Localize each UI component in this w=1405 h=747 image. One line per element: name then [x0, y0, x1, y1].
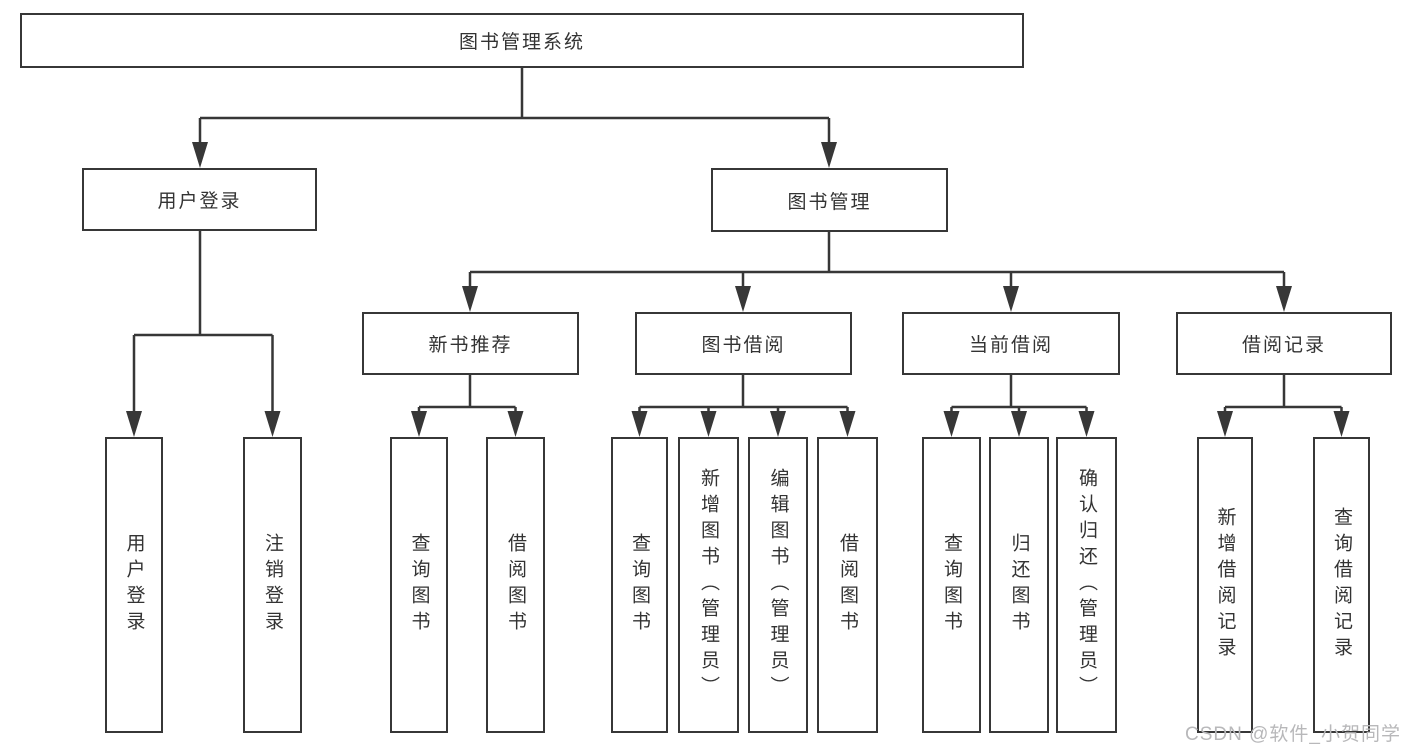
node-borrowing-records: 借阅记录: [1176, 312, 1392, 375]
connector-currentborrow-to-leaves: [950, 375, 1088, 413]
leaf-edit-books-admin: 编辑图书（管理员）: [748, 437, 808, 733]
arrowhead-currentborrow-leaves: [943, 411, 1095, 437]
leaf-logout: 注销登录: [243, 437, 302, 733]
node-user-login: 用户登录: [82, 168, 317, 231]
node-current-borrowing: 当前借阅: [902, 312, 1120, 375]
arrowhead-bookborrow-leaves: [631, 411, 856, 437]
arrowhead-records-leaves: [1217, 411, 1350, 437]
connector-root-to-level2: [198, 68, 831, 144]
leaf-borrow-books: 借阅图书: [817, 437, 878, 733]
leaf-return-books: 归还图书: [989, 437, 1049, 733]
arrowhead-level2: [192, 142, 837, 168]
connector-records-to-leaves: [1223, 375, 1343, 413]
leaf-confirm-return-admin: 确认归还（管理员）: [1056, 437, 1117, 733]
leaf-add-borrow-record: 新增借阅记录: [1197, 437, 1253, 733]
leaf-user-login: 用户登录: [105, 437, 163, 733]
connector-newbook-to-leaves: [417, 375, 517, 413]
node-new-book-recommend: 新书推荐: [362, 312, 579, 375]
connector-bookmgmt-to-level3: [468, 232, 1286, 288]
leaf-query-borrow-record: 查询借阅记录: [1313, 437, 1370, 733]
leaf-query-books-current: 查询图书: [922, 437, 981, 733]
leaf-query-books-borrow: 查询图书: [611, 437, 668, 733]
arrowhead-newbook-leaves: [411, 411, 524, 437]
csdn-watermark: CSDN @软件_小贺同学: [1185, 724, 1401, 745]
arrowhead-level3: [462, 286, 1292, 312]
node-library-management-system: 图书管理系统: [20, 13, 1024, 68]
connector-bookborrow-to-leaves: [638, 375, 849, 413]
connector-userlogin-to-leaves: [132, 231, 274, 413]
node-book-management: 图书管理: [711, 168, 948, 232]
leaf-query-books-recommend: 查询图书: [390, 437, 448, 733]
leaf-add-books-admin: 新增图书（管理员）: [678, 437, 739, 733]
arrowhead-userlogin-leaves: [126, 411, 281, 437]
leaf-borrow-books-recommend: 借阅图书: [486, 437, 545, 733]
node-book-borrowing: 图书借阅: [635, 312, 852, 375]
